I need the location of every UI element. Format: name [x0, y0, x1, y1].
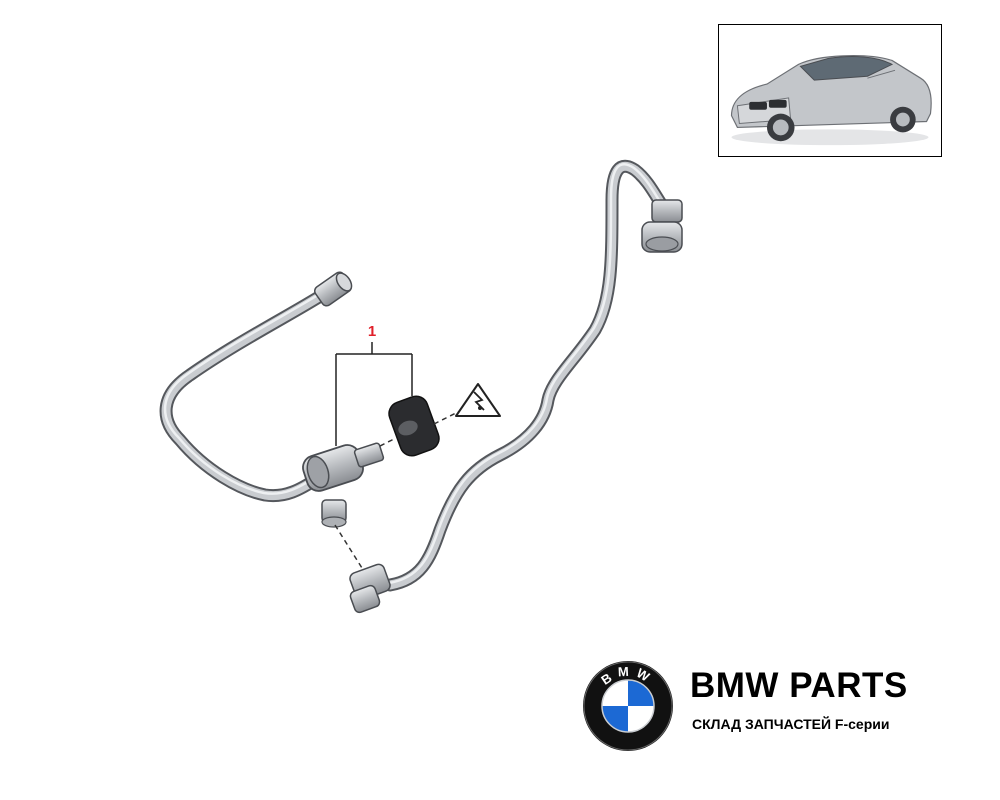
rubber-damper	[388, 395, 440, 457]
top-right-fitting	[641, 199, 683, 253]
left-pipe-fitting	[313, 271, 353, 307]
callout-number: 1	[367, 323, 377, 340]
left-fuel-pipe	[159, 283, 337, 503]
brand-title: BMW PARTS	[690, 666, 908, 705]
right-fuel-pipe	[383, 159, 672, 592]
warning-triangle-icon	[455, 383, 501, 417]
assembly-lines	[334, 409, 463, 569]
vehicle-thumbnail	[718, 24, 942, 157]
brand-block: BMW BMW PARTS СКЛАД ЗАПЧАСТЕЙ F-серии	[582, 660, 962, 760]
bmw-roundel-icon: BMW	[583, 661, 673, 751]
vehicle-thumbnail-icon	[719, 25, 941, 156]
brand-subtitle: СКЛАД ЗАПЧАСТЕЙ F-серии	[692, 716, 890, 732]
bottom-elbow-fitting	[349, 563, 391, 614]
callout-bracket	[335, 342, 413, 446]
valve-body	[302, 442, 385, 528]
